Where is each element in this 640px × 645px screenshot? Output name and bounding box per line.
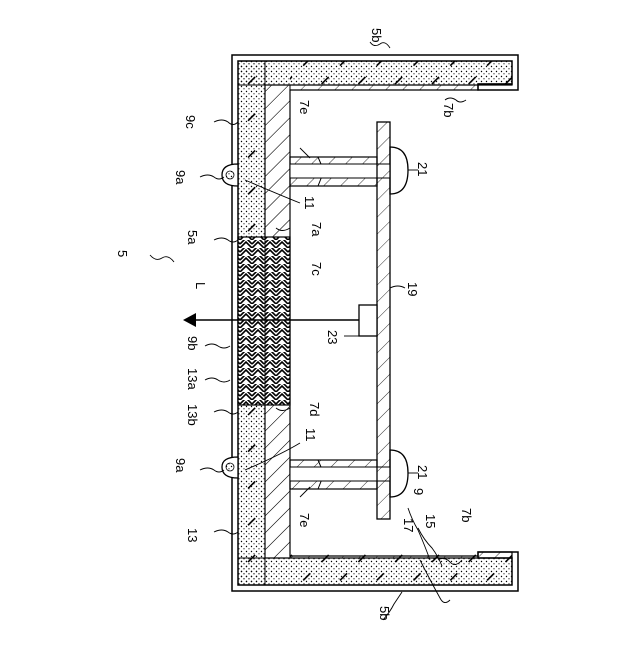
window-7c: [238, 237, 290, 405]
label-L: L: [193, 282, 208, 289]
label-13a: 13a: [185, 368, 200, 390]
label-7a: 7a: [309, 222, 324, 237]
inner-wall-7a-top: [265, 85, 290, 237]
label-7e-bottom: 7e: [297, 513, 312, 527]
seal-9a-bottom-dot: [226, 463, 234, 471]
label-19: 19: [405, 282, 420, 296]
label-13: 13: [185, 528, 200, 542]
label-9a-bottom: 9a: [173, 458, 188, 473]
arm-bottom-5b: [290, 552, 512, 585]
label-9b: 9b: [185, 336, 200, 350]
label-23: 23: [325, 330, 340, 344]
label-11-bottom: 11: [303, 428, 318, 442]
label-7e-top: 7e: [297, 100, 312, 114]
label-9: 9: [411, 488, 426, 495]
label-9c: 9c: [183, 115, 198, 129]
label-17: 17: [401, 518, 416, 532]
seal-9a-top-dot: [226, 171, 234, 179]
label-7d: 7d: [307, 402, 322, 416]
label-21-top: 21: [415, 162, 430, 176]
optical-axis-arrow: [183, 313, 196, 327]
arm-top-5b: [290, 61, 512, 90]
label-13b: 13b: [185, 404, 200, 426]
inner-wall-7d-bottom: [265, 405, 290, 558]
label-7b-top: 7b: [441, 103, 456, 117]
label-5: 5: [115, 250, 130, 257]
circuit-board-19: [377, 122, 390, 519]
label-5b-top: 5b: [369, 28, 384, 42]
label-5a: 5a: [185, 230, 200, 245]
label-11-top: 11: [302, 196, 317, 210]
label-5b-bottom: 5b: [377, 606, 392, 620]
screw-shank-top: [290, 164, 390, 178]
label-9a-top: 9a: [173, 170, 188, 185]
led-23: [359, 305, 377, 336]
label-21-bottom: 21: [415, 465, 430, 479]
label-15: 15: [423, 514, 438, 528]
screw-head-top: [390, 147, 408, 194]
label-7c: 7c: [309, 262, 324, 276]
label-7b-bottom: 7b: [459, 508, 474, 522]
screw-shank-bottom: [290, 467, 390, 481]
screw-head-bottom: [390, 450, 408, 497]
